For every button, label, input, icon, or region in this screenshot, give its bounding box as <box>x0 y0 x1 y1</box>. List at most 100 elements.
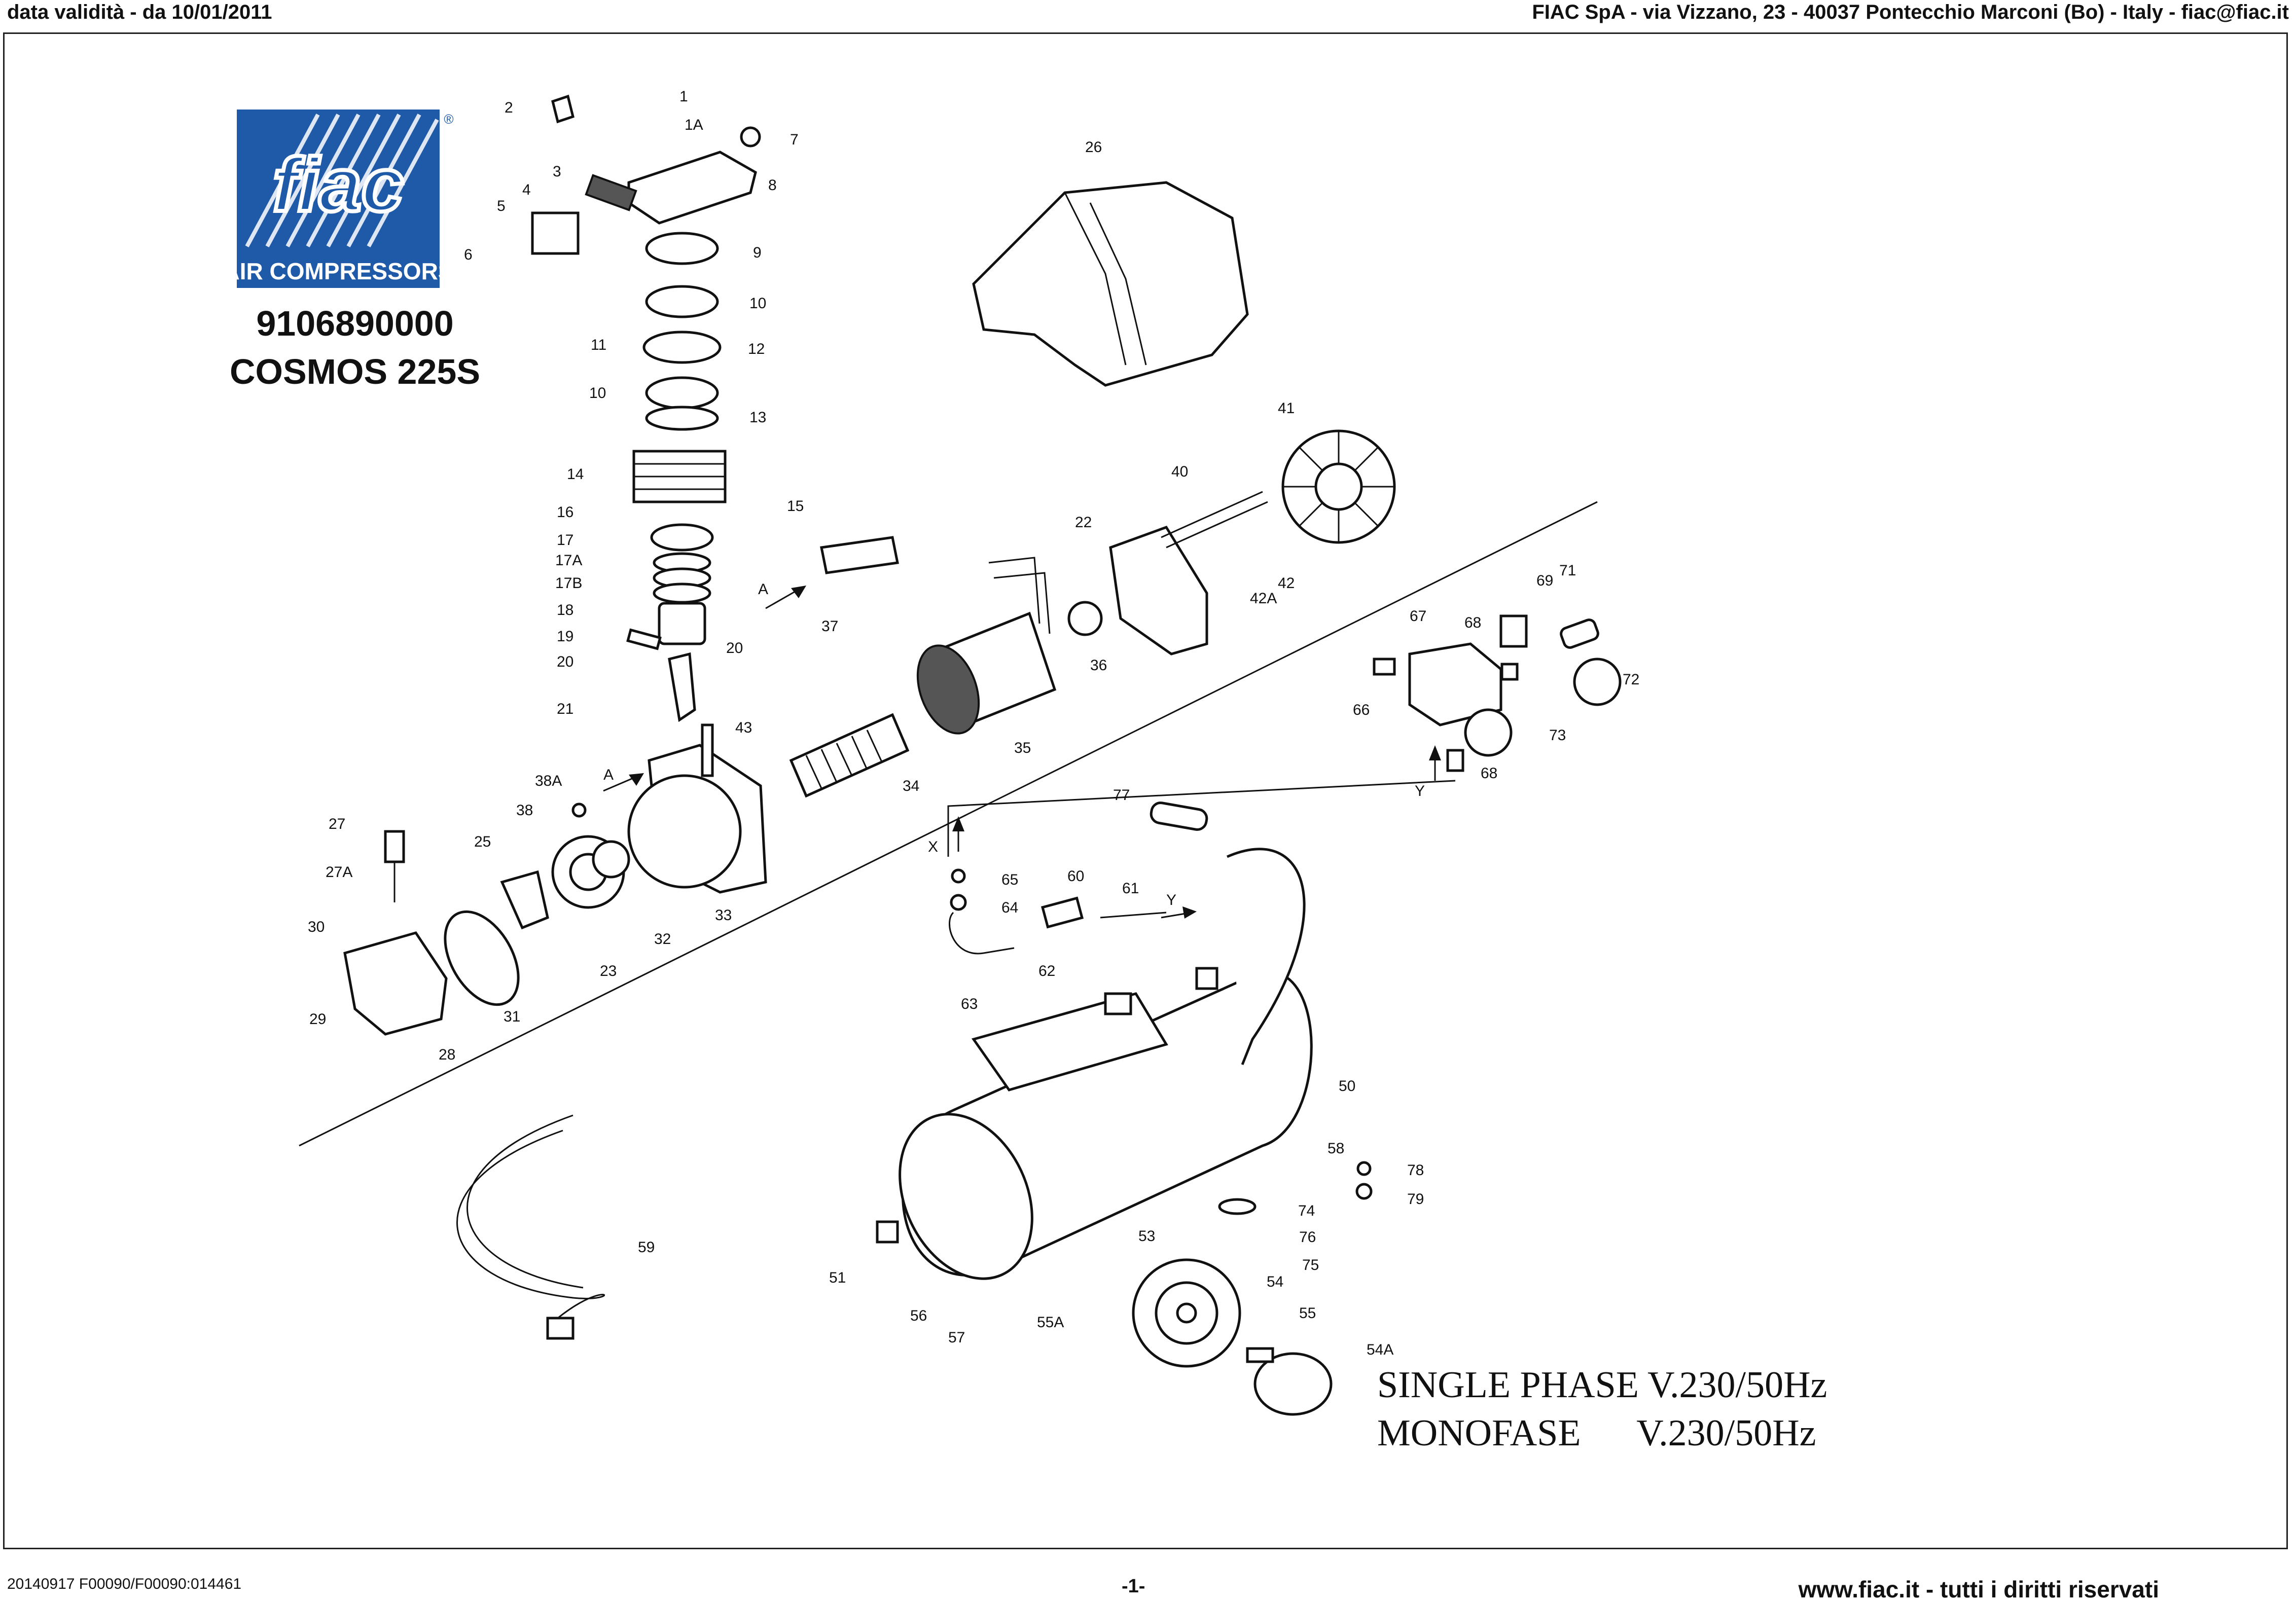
model-code: 9106890000 <box>256 304 454 343</box>
callout-55a: 55A <box>1037 1314 1064 1331</box>
quick-coupling-71 <box>1560 618 1599 649</box>
callout-38a: 38A <box>535 773 562 789</box>
capacitor-37 <box>820 536 899 574</box>
tie-rod-40 <box>1161 491 1263 538</box>
callout-17b: 17B <box>555 575 582 592</box>
voltage-single-phase: SINGLE PHASE V.230/50Hz <box>1377 1364 1827 1406</box>
callout-73: 73 <box>1549 727 1566 744</box>
callout-59: 59 <box>638 1239 655 1256</box>
document-reference: 20140917 F00090/F00090:014461 <box>7 1576 242 1592</box>
callout-17: 17 <box>557 532 573 549</box>
model-name: COSMOS 225S <box>229 352 481 391</box>
crankcase-group <box>343 723 767 1036</box>
part-callouts: 1 1A 2 3 4 5 6 7 8 9 10 10 11 12 13 14 1… <box>308 88 1639 1358</box>
callout-21: 21 <box>557 701 573 717</box>
callout-41: 41 <box>1278 400 1295 417</box>
callout-34: 34 <box>903 778 919 794</box>
drain-51 <box>876 1220 899 1244</box>
callout-30: 30 <box>308 919 325 935</box>
pipe-63 <box>949 912 1015 955</box>
pressure-reducer-69 <box>1499 614 1528 648</box>
gauge-73 <box>1464 708 1513 757</box>
callout-19: 19 <box>557 628 573 645</box>
website-rights: www.fiac.it - tutti i diritti riservati <box>1798 1576 2159 1602</box>
arrow-labels: A A X Y Y <box>603 581 1425 908</box>
callout-3: 3 <box>553 163 561 180</box>
fiac-logo: fiac AIR COMPRESSORS ® <box>237 110 454 288</box>
callout-1a: 1A <box>685 117 703 133</box>
callout-50: 50 <box>1339 1078 1355 1095</box>
callout-1: 1 <box>679 88 688 105</box>
axle-55 <box>1246 1347 1274 1363</box>
valve-plate-10 <box>645 285 719 318</box>
callout-13: 13 <box>749 409 766 426</box>
pipe-61 <box>1100 912 1167 919</box>
cover-25 <box>500 870 549 930</box>
callout-29: 29 <box>309 1011 326 1028</box>
callout-6: 6 <box>464 246 473 263</box>
tank-boss <box>1195 967 1218 990</box>
callout-7: 7 <box>790 131 799 148</box>
callout-68b: 68 <box>1481 765 1497 782</box>
callout-9: 9 <box>753 244 762 261</box>
gasket-9 <box>645 232 719 265</box>
callout-38: 38 <box>516 802 533 819</box>
fitting-66 <box>1373 658 1396 676</box>
callout-42a: 42A <box>1250 590 1277 607</box>
callout-37: 37 <box>821 618 838 635</box>
callout-55: 55 <box>1299 1305 1316 1322</box>
callout-71: 71 <box>1559 562 1576 579</box>
callout-60: 60 <box>1067 868 1084 885</box>
arrow-label-x: X <box>928 839 938 855</box>
callout-57: 57 <box>948 1329 965 1346</box>
callout-27: 27 <box>329 816 345 832</box>
callout-67: 67 <box>1410 608 1426 625</box>
crankcase-bore <box>627 774 742 889</box>
callout-66: 66 <box>1353 702 1370 718</box>
callout-54: 54 <box>1267 1273 1283 1290</box>
callout-20b: 20 <box>557 653 573 670</box>
callout-18: 18 <box>557 602 573 618</box>
seal-32 <box>592 840 630 879</box>
gasket-13 <box>645 406 719 431</box>
callout-51: 51 <box>829 1269 846 1286</box>
callout-69: 69 <box>1536 572 1553 589</box>
callout-63: 63 <box>961 996 978 1012</box>
pressure-switch-67 <box>1408 642 1502 726</box>
drawing-frame <box>3 32 2288 1549</box>
callout-22: 22 <box>1075 514 1092 531</box>
o-ring-31 <box>444 910 520 1006</box>
head-block <box>531 211 580 255</box>
cylinder-head <box>627 151 757 225</box>
page-number: -1- <box>1122 1576 1145 1597</box>
callout-27a: 27A <box>326 864 352 881</box>
pressure-switch-group <box>1373 614 1622 772</box>
callout-12: 12 <box>748 341 765 357</box>
nut-65 <box>951 868 966 884</box>
valve-60 <box>1041 896 1084 929</box>
stator-leads <box>988 557 1041 624</box>
voltage-monofase: MONOFASE V.230/50Hz <box>1377 1412 1816 1454</box>
valve-plate-11 <box>642 331 722 364</box>
check-valve <box>1104 992 1132 1015</box>
callout-53: 53 <box>1138 1228 1155 1245</box>
validity-date: data validità - da 10/01/2011 <box>7 1 272 23</box>
rotor <box>789 713 910 798</box>
callout-26: 26 <box>1085 139 1102 156</box>
bearing-36 <box>1067 601 1103 636</box>
pump-head-group <box>531 94 761 722</box>
piston <box>658 602 706 645</box>
arrow-label-y: Y <box>1166 892 1176 908</box>
logo-tagline: AIR COMPRESSORS <box>237 258 453 284</box>
piston-pin <box>626 628 662 650</box>
connecting-rod <box>668 652 696 722</box>
oil-stick <box>701 723 714 777</box>
callout-4: 4 <box>522 181 531 198</box>
callout-20: 20 <box>726 640 743 657</box>
handle-50 <box>1227 848 1306 1065</box>
tank-group <box>876 802 1373 1416</box>
callout-74: 74 <box>1298 1203 1315 1219</box>
callout-36: 36 <box>1090 657 1107 674</box>
gauge-72 <box>1573 658 1622 706</box>
